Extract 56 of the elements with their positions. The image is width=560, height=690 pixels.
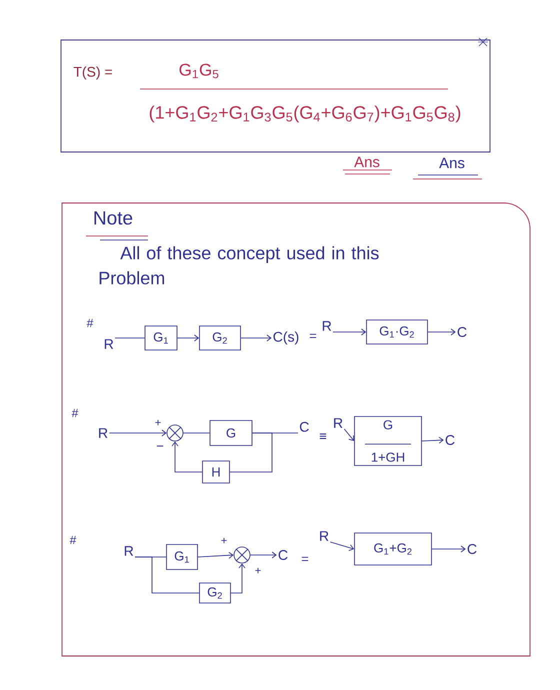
formula-lhs: T(S) = (74, 66, 112, 80)
equals-sign: ≡ (320, 434, 326, 439)
block-box: G$_{1}$·G$_{2}$ (366, 320, 428, 344)
arrow (428, 328, 456, 336)
block-box: G$_{2}$ (199, 582, 231, 604)
block-box: G$_{1}$ (166, 544, 198, 570)
block-box: G (210, 420, 252, 446)
arrow (250, 552, 277, 558)
sign-label: + (255, 568, 261, 574)
answer-label: Ans (412, 158, 482, 180)
hash-mark: # (70, 536, 76, 544)
block-box: G$_{2}$ (199, 326, 241, 350)
signal-label: C (468, 544, 477, 554)
arrow (432, 546, 466, 552)
signal-line (134, 556, 200, 594)
arrow (230, 563, 246, 594)
hash-mark: # (72, 408, 78, 418)
signal-label: R (99, 428, 108, 438)
signal-label: R (104, 339, 114, 349)
block-box: G 1+GH (354, 416, 422, 466)
arrow (172, 441, 202, 472)
block-box: G$_{1}$ (144, 326, 178, 350)
equals-sign: = (310, 334, 316, 338)
note-heading: Note (94, 211, 132, 225)
signal-label: C (278, 550, 288, 560)
sign-label: + (155, 420, 161, 426)
arrow (240, 334, 272, 342)
signal-label: C (446, 435, 455, 445)
sign-label: − (156, 446, 164, 447)
answer-label: Ans (342, 156, 392, 174)
signal-label: C(s) (274, 331, 298, 345)
arrow (332, 328, 366, 336)
arrow (198, 552, 234, 559)
block-box: H (202, 460, 230, 484)
equals-sign: = (302, 556, 308, 561)
signal-label: C (300, 422, 309, 432)
signal-line (183, 432, 210, 434)
sign-label: + (221, 538, 227, 544)
signal-label: C (458, 327, 467, 337)
note-text: All of these concept used in this Problem (100, 246, 379, 284)
hash-mark: # (86, 318, 94, 328)
signal-line (230, 432, 272, 472)
denominator: (1+G$_{1}$G$_{2}$+G$_{1}$G$_{3}$G$_{5}$(G$_{4}$+G$_{6}$G$_{7}$)+G$_{1}$G$_{5}$G$_{8}$) (150, 106, 460, 122)
arrow (177, 334, 200, 342)
arrow (108, 430, 167, 436)
summing-junction (166, 424, 184, 442)
arrow (422, 436, 444, 444)
signal-label: R (322, 321, 332, 331)
numerator: G$_{1}$G$_{5}$ (180, 64, 218, 78)
signal-label: R (334, 418, 342, 428)
arrow (330, 542, 354, 551)
signal-label: R (320, 531, 328, 541)
arrow (344, 428, 354, 441)
block-box: G$_{1}$+G$_{2}$ (354, 532, 432, 566)
signal-label: R (124, 546, 134, 556)
summing-junction (234, 546, 250, 564)
